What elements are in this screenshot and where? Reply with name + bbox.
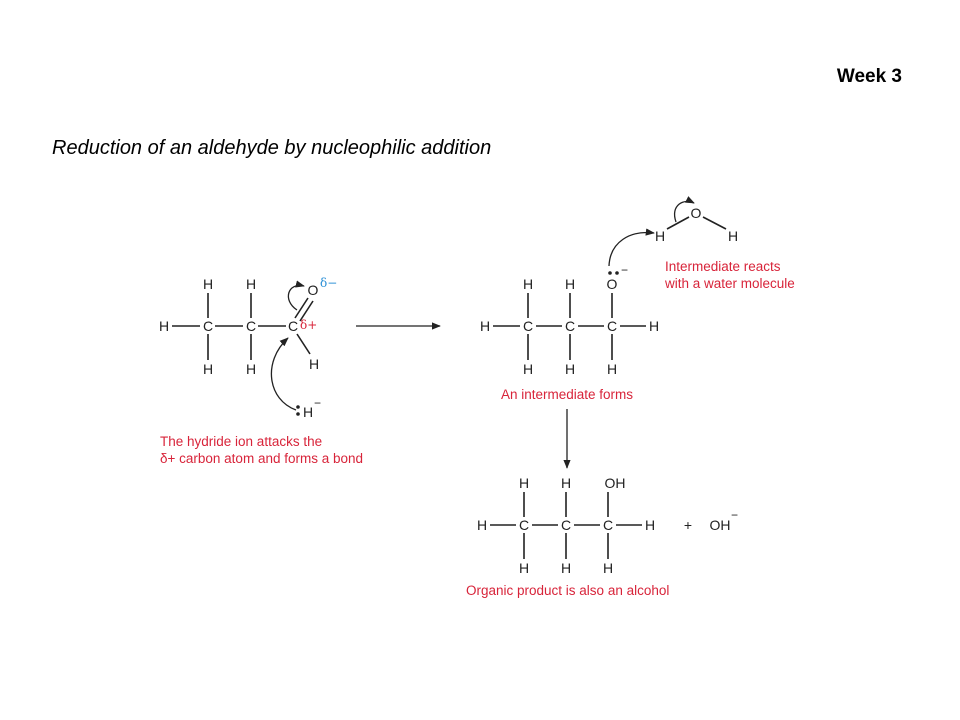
atom-h: H (607, 361, 617, 377)
atom-h: H (519, 475, 529, 491)
atom-h: H (203, 276, 213, 292)
water-hydrogen: H (655, 228, 665, 244)
water-oxygen: O (691, 205, 702, 221)
oh-bond-curved-arrow (673, 196, 695, 223)
atom-c: C (246, 318, 256, 334)
atom-h: H (519, 560, 529, 576)
propanal-molecule: H C C C H H H H O H δ− δ+ (159, 276, 337, 377)
page-title: Reduction of an aldehyde by nucleophilic… (52, 137, 492, 159)
plus-sign: + (684, 517, 692, 533)
hydroxyl-group: OH (605, 475, 626, 491)
hydride-ion: H − (270, 337, 321, 420)
atom-c: C (607, 318, 617, 334)
hydride-atom: H (303, 404, 313, 420)
hydride-attack-caption: The hydride ion attacks the (160, 434, 322, 449)
atom-h: H (523, 361, 533, 377)
intermediate-reacts-caption: Intermediate reacts (665, 259, 781, 274)
alkoxide-charge: − (621, 263, 628, 277)
atom-c: C (523, 318, 533, 334)
propanol-product: H C C C H H H OH H H H (477, 475, 655, 576)
atom-h: H (523, 276, 533, 292)
atom-c: C (203, 318, 213, 334)
atom-h: H (246, 361, 256, 377)
atom-c: C (565, 318, 575, 334)
hydride-charge: − (314, 396, 321, 410)
hydroxide-charge: − (731, 508, 738, 522)
atom-h: H (159, 318, 169, 334)
delta-minus-label: δ− (320, 276, 337, 290)
pi-bond-curved-arrow (287, 280, 305, 311)
alkoxide-oxygen: O (607, 276, 618, 292)
atom-h: H (603, 560, 613, 576)
aldehyde-hydrogen: H (309, 356, 319, 372)
atom-h: H (645, 517, 655, 533)
intermediate-forms-caption: An intermediate forms (501, 387, 633, 402)
atom-h: H (561, 475, 571, 491)
atom-h: H (477, 517, 487, 533)
atom-h: H (203, 361, 213, 377)
atom-h: H (480, 318, 490, 334)
water-hydrogen: H (728, 228, 738, 244)
carbonyl-oxygen: O (308, 282, 319, 298)
week-label: Week 3 (836, 66, 902, 87)
hydride-attack-arrow (270, 337, 297, 411)
hydride-attack-caption: δ+ carbon atom and forms a bond (160, 451, 363, 466)
atom-c: C (603, 517, 613, 533)
organic-product-caption: Organic product is also an alcohol (466, 583, 669, 598)
atom-h: H (565, 361, 575, 377)
atom-h: H (246, 276, 256, 292)
atom-c: C (519, 517, 529, 533)
alkoxide-intermediate: H C C C H H H O H H H − (480, 263, 659, 377)
hydroxide-ion: OH (710, 517, 731, 533)
delta-plus-label: δ+ (300, 318, 317, 332)
atom-h: H (565, 276, 575, 292)
atom-h: H (561, 560, 571, 576)
water-molecule: O H H (655, 196, 738, 244)
atom-h: H (649, 318, 659, 334)
carbonyl-carbon: C (288, 318, 298, 334)
alkoxide-attack-arrow (608, 228, 655, 267)
intermediate-reacts-caption: with a water molecule (664, 276, 795, 291)
atom-c: C (561, 517, 571, 533)
